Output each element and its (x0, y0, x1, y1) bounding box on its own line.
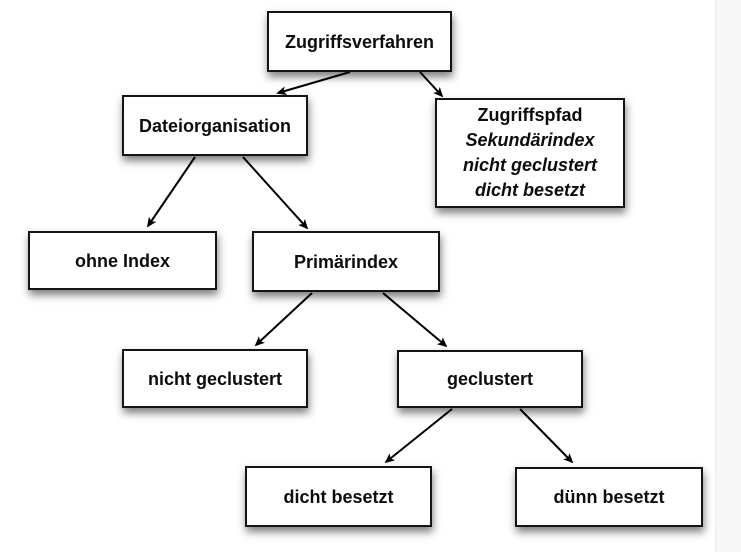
node-zugriffspfad: Zugriffspfad Sekundärindex nicht geclust… (435, 98, 625, 208)
node-geclustert: geclustert (397, 350, 583, 408)
arrow-geclustert-to-duenn-besetzt (519, 408, 574, 464)
node-ohne-index: ohne Index (28, 231, 217, 290)
node-primaerindex-label: Primärindex (293, 251, 399, 272)
node-dateiorganisation: Dateiorganisation (122, 95, 308, 156)
node-dicht-besetzt-label: dicht besetzt (283, 486, 394, 507)
page-edge (715, 0, 741, 552)
arrow-root-to-zugriffspfad (419, 71, 444, 98)
arrow-dateiorganisation-to-ohne-index (146, 156, 196, 228)
node-dateiorganisation-label: Dateiorganisation (138, 115, 292, 136)
arrow-geclustert-to-dicht-besetzt (384, 408, 453, 464)
arrow-primaerindex-to-nicht-geclustert (254, 292, 313, 347)
node-nicht-geclustert-label: nicht geclustert (147, 368, 283, 389)
node-zugriffspfad-line-1: Zugriffspfad (477, 105, 583, 125)
node-dicht-besetzt: dicht besetzt (245, 466, 432, 527)
arrow-dateiorganisation-to-primaerindex (242, 156, 309, 230)
arrow-primaerindex-to-geclustert (382, 292, 448, 348)
node-zugriffspfad-line-3: nicht geclustert (462, 155, 598, 175)
node-zugriffspfad-line-4: dicht besetzt (474, 180, 585, 200)
arrow-root-to-dateiorganisation (276, 71, 351, 96)
node-zugriffsverfahren: Zugriffsverfahren (267, 11, 452, 72)
node-duenn-besetzt: dünn besetzt (515, 467, 703, 527)
node-zugriffspfad-line-2: Sekundärindex (465, 130, 595, 150)
node-zugriffsverfahren-label: Zugriffsverfahren (284, 31, 435, 52)
node-geclustert-label: geclustert (446, 369, 534, 389)
node-duenn-besetzt-label: dünn besetzt (553, 487, 665, 507)
node-ohne-index-label: ohne Index (74, 250, 170, 271)
node-nicht-geclustert: nicht geclustert (122, 349, 308, 408)
node-primaerindex: Primärindex (252, 231, 440, 292)
